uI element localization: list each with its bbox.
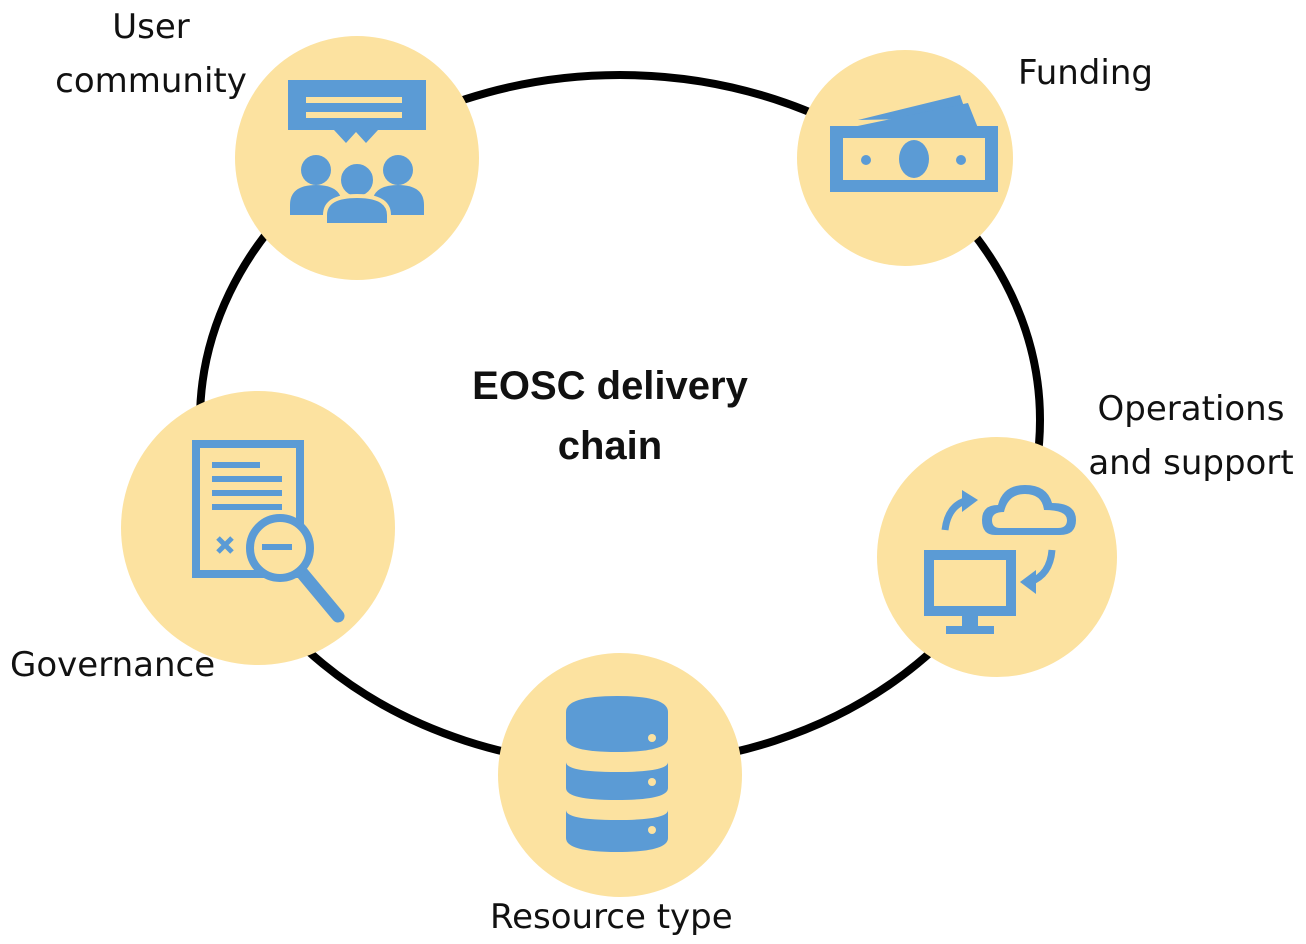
document-search-icon	[192, 440, 345, 623]
node-user-community	[235, 36, 479, 280]
diagram-center-title: EOSC delivery chain	[472, 364, 748, 468]
node-funding	[797, 50, 1013, 266]
node-label-governance: Governance	[10, 645, 216, 685]
money-icon	[830, 95, 998, 192]
node-label-user-community: User community	[55, 7, 247, 101]
database-icon	[566, 696, 668, 852]
node-label-resource-type: Resource type	[490, 897, 733, 937]
node-circle	[235, 36, 479, 280]
node-label-funding: Funding	[1018, 53, 1153, 93]
node-label-operations-support: Operations and support	[1088, 389, 1294, 483]
node-resource-type	[498, 653, 742, 897]
node-operations-support	[877, 437, 1117, 677]
cloud-sync-icon	[924, 485, 1076, 634]
node-governance	[121, 391, 395, 665]
user-community-icon	[288, 80, 426, 227]
